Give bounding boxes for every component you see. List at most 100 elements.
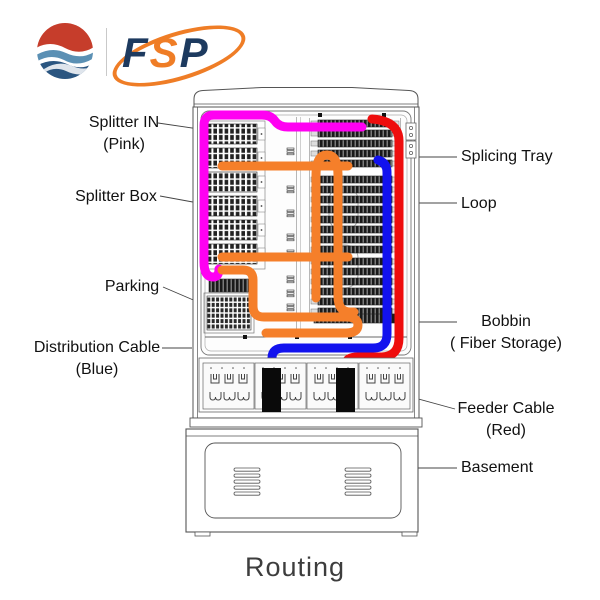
label-bobbin-line2: ( Fiber Storage)	[449, 335, 563, 352]
splicing-tray	[317, 267, 393, 276]
top-stud	[382, 113, 386, 117]
panel-screw	[325, 367, 327, 369]
loop-clip	[286, 185, 295, 188]
label-distribution-cable-line2: (Blue)	[75, 361, 119, 378]
hinge-upper	[405, 122, 417, 141]
roof-shape	[193, 87, 419, 108]
panel-screw	[295, 367, 297, 369]
splitter-tab-pin	[260, 229, 263, 231]
top-stud	[318, 113, 322, 117]
logo-wordmark: FSP	[105, 12, 253, 100]
basement-panel	[204, 442, 402, 519]
grommet-u-icon	[314, 374, 324, 384]
label-splitter-box: Splitter Box	[75, 188, 157, 205]
loop-clip	[286, 214, 295, 218]
grommet-w-icon	[209, 392, 222, 401]
grommet-w-icon	[237, 392, 250, 401]
logo-divider	[106, 28, 107, 76]
splitter-in-cable-pink	[199, 110, 367, 282]
leader-splitter-in	[157, 122, 200, 130]
hinge-screw	[408, 132, 413, 137]
splicing-tray	[317, 195, 393, 204]
loop-clip	[286, 147, 295, 150]
vent-slat-icon	[344, 491, 372, 496]
vent-slat-icon	[233, 467, 261, 472]
splitter-module	[206, 219, 258, 241]
logo-mark-icon	[37, 23, 93, 79]
panel-screw	[221, 367, 223, 369]
splicing-tray	[317, 277, 393, 286]
vent-slat-icon	[233, 491, 261, 496]
grommet-w-icon	[379, 392, 392, 401]
entry-panel	[202, 362, 255, 410]
label-splitter-in: Splitter IN (Pink)	[54, 112, 194, 156]
splicing-tray	[317, 175, 393, 184]
label-basement: Basement	[461, 459, 534, 476]
loop-clip	[286, 152, 295, 156]
label-feeder-cable: Feeder Cable (Red)	[448, 398, 564, 442]
panel-screw	[399, 367, 401, 369]
label-splicing-tray: Splicing Tray	[461, 148, 553, 165]
label-splitter-in-line2: (Pink)	[103, 136, 145, 153]
divider-stud	[243, 335, 247, 339]
grommet-u-icon	[290, 374, 300, 384]
tray-left-nub	[310, 130, 319, 137]
loop-clip	[286, 212, 295, 215]
basement-foot	[194, 531, 211, 537]
diagram-title: Routing	[244, 552, 346, 582]
grommet-u-icon	[394, 374, 404, 384]
splitter-module	[206, 171, 258, 193]
panel-screw	[243, 367, 245, 369]
loop-clip	[286, 289, 295, 292]
splitter-module	[206, 195, 258, 217]
label-bobbin-line1: Bobbin	[481, 313, 531, 330]
label-loop: Loop	[461, 195, 497, 212]
label-feeder-cable-line1: Feeder Cable	[457, 400, 555, 417]
splicing-tray	[317, 205, 393, 214]
vent-slat-icon	[233, 473, 261, 478]
cabinet-roof	[193, 87, 419, 108]
loop-clip	[286, 278, 295, 281]
vent-slat-icon	[233, 485, 261, 490]
splicing-tray	[317, 245, 393, 254]
vent-slat-icon	[233, 479, 261, 484]
grommet-u-icon	[366, 374, 376, 384]
hinge-screw	[408, 143, 413, 148]
grommet-u-icon	[238, 374, 248, 384]
splicing-tray	[317, 225, 393, 234]
loop-clip	[286, 233, 295, 236]
vent-slat-icon	[344, 479, 372, 484]
loop-clip	[286, 209, 295, 212]
blue-cable-gland	[262, 368, 281, 412]
flange-plate	[189, 417, 423, 428]
panel-screw	[232, 367, 234, 369]
splicing-tray	[317, 139, 393, 148]
entry-panel	[358, 362, 411, 410]
panel-screw	[284, 367, 286, 369]
loop-clip	[286, 236, 295, 239]
splitter-tab-pin	[260, 157, 263, 159]
splicing-tray	[317, 235, 393, 244]
label-parking: Parking	[104, 278, 160, 295]
cables	[199, 110, 404, 377]
red-cable-gland	[336, 368, 355, 412]
splitter-tab-pin	[260, 205, 263, 207]
panel-screw	[377, 367, 379, 369]
splicing-tray	[317, 215, 393, 224]
splicing-tray	[317, 287, 393, 296]
loop-clip	[286, 292, 295, 295]
loop-clip	[286, 188, 295, 191]
parking-grid	[206, 295, 252, 331]
loop-clip	[286, 275, 295, 278]
grommet-w-icon	[289, 392, 302, 401]
grommet-u-icon	[224, 374, 234, 384]
company-logo: FSP	[36, 12, 253, 100]
loop-clip	[286, 150, 295, 153]
grommet-u-icon	[210, 374, 220, 384]
vent-slat-icon	[344, 473, 372, 478]
label-splitter-in-line1: Splitter IN	[88, 114, 160, 131]
panel-screw	[366, 367, 368, 369]
basement-outline	[185, 428, 419, 533]
panel-screw	[210, 367, 212, 369]
